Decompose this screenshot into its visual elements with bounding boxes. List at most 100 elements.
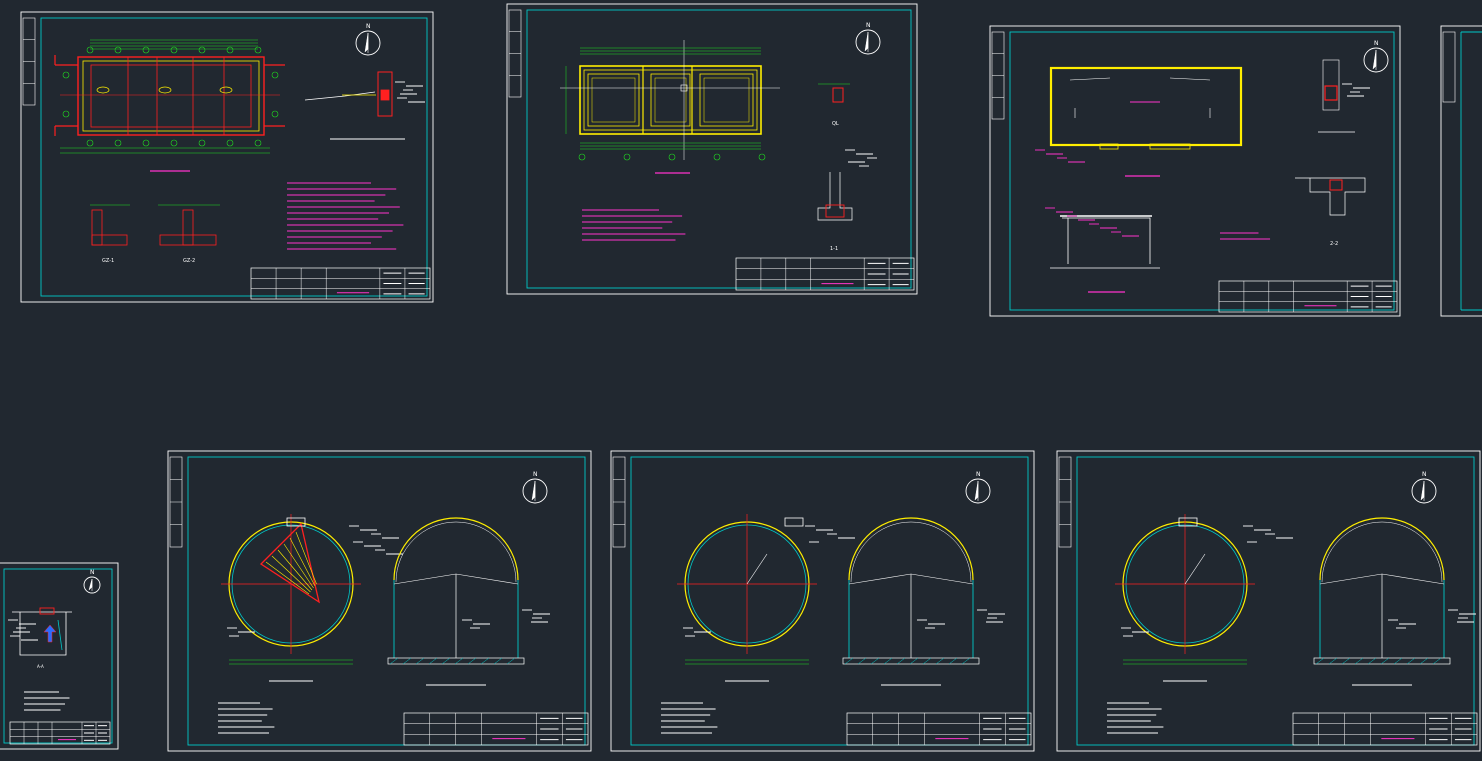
detail-label: A-A bbox=[37, 664, 44, 669]
grid-bubble bbox=[114, 46, 122, 54]
stair-tread bbox=[295, 531, 317, 585]
inner-frame bbox=[3, 568, 113, 744]
cursor-box bbox=[680, 84, 688, 92]
stair-tread bbox=[283, 543, 314, 589]
base-hatch bbox=[961, 657, 971, 665]
inner-wall bbox=[82, 60, 260, 132]
bay-outline bbox=[650, 73, 691, 127]
base-hatch bbox=[1315, 657, 1325, 665]
detail-a-a bbox=[1318, 59, 1370, 133]
base-hatch bbox=[844, 657, 854, 665]
pump-outline bbox=[158, 86, 172, 94]
grid-bubble bbox=[86, 46, 94, 54]
grid-bubble bbox=[142, 139, 150, 147]
base-hatch bbox=[922, 657, 932, 665]
sheet-border bbox=[610, 450, 1035, 752]
north-circle bbox=[355, 30, 381, 56]
north-arrow-icon: N bbox=[83, 569, 101, 594]
section-outline bbox=[1062, 217, 1151, 264]
north-arrow-head bbox=[364, 32, 369, 53]
beam-line bbox=[90, 64, 252, 128]
north-circle bbox=[83, 576, 101, 594]
beam-section bbox=[1324, 85, 1338, 101]
base-hatch bbox=[1419, 657, 1429, 665]
grid-bubble bbox=[114, 139, 122, 147]
base-hatch bbox=[857, 657, 867, 665]
base-hatch bbox=[1354, 657, 1364, 665]
sheet-4 bbox=[1440, 25, 1482, 317]
wall-section bbox=[377, 71, 393, 117]
foundation-plan bbox=[54, 39, 285, 172]
base-hatch bbox=[870, 657, 880, 665]
north-label: N bbox=[533, 471, 538, 478]
base-hatch bbox=[454, 657, 464, 665]
sheet-border bbox=[1440, 25, 1482, 317]
roof-outline bbox=[1049, 66, 1243, 147]
roof-slope bbox=[393, 573, 457, 585]
base-slab bbox=[387, 657, 525, 665]
title-block bbox=[1292, 712, 1478, 746]
gutter bbox=[1149, 143, 1191, 150]
roof-slope bbox=[1381, 573, 1445, 585]
slope-arrow bbox=[1069, 77, 1111, 81]
column-section bbox=[182, 209, 194, 246]
north-arrow-icon: N bbox=[355, 23, 381, 56]
base-hatch bbox=[948, 657, 958, 665]
sheet-5: N A-A bbox=[0, 562, 119, 750]
tank-elevation bbox=[1313, 517, 1476, 686]
grid-bubble bbox=[226, 139, 234, 147]
grid-bubble bbox=[758, 153, 766, 161]
grid-bubble bbox=[86, 139, 94, 147]
dome-inner bbox=[395, 521, 517, 583]
base-slab bbox=[842, 657, 980, 665]
detail-1-1: 1-1 bbox=[817, 149, 877, 252]
detail-label: 1-1 bbox=[830, 246, 838, 252]
base-hatch bbox=[389, 657, 399, 665]
tank-plan bbox=[221, 514, 403, 682]
sheet-border bbox=[20, 11, 434, 303]
north-label: N bbox=[866, 22, 871, 29]
sheet-border bbox=[0, 562, 119, 750]
north-circle bbox=[855, 29, 881, 55]
north-label: N bbox=[1422, 471, 1427, 478]
title-block bbox=[9, 721, 111, 745]
north-arrow-head bbox=[1372, 49, 1377, 70]
base-hatch bbox=[1328, 657, 1338, 665]
base-hatch bbox=[1341, 657, 1351, 665]
sheet-border bbox=[989, 25, 1401, 317]
detail-label: GZ-2 bbox=[183, 258, 195, 264]
north-label: N bbox=[366, 23, 371, 30]
grid-bubble bbox=[142, 46, 150, 54]
inner-frame bbox=[187, 456, 586, 746]
dome-inner bbox=[850, 521, 972, 583]
pit-outline bbox=[19, 612, 67, 656]
title-frame bbox=[1292, 712, 1478, 746]
dome-outline bbox=[1319, 517, 1445, 581]
detail-ql: QL bbox=[818, 83, 850, 127]
base-hatch bbox=[441, 657, 451, 665]
manhole-hatch bbox=[286, 517, 306, 527]
bay-inner bbox=[654, 77, 687, 123]
eave-outline bbox=[1295, 177, 1366, 216]
grid-bubble bbox=[623, 153, 631, 161]
leader-line bbox=[746, 553, 768, 585]
base-hatch bbox=[935, 657, 945, 665]
grid-bubble bbox=[254, 139, 262, 147]
sheet-border bbox=[167, 450, 592, 752]
pump-outline bbox=[219, 86, 233, 94]
north-arrow-head bbox=[864, 31, 869, 52]
north-label: N bbox=[90, 569, 95, 576]
roof-slope bbox=[910, 573, 974, 585]
base-hatch bbox=[883, 657, 893, 665]
base-hatch bbox=[1380, 657, 1390, 665]
stair-tread bbox=[271, 555, 311, 593]
detail-gz2: GZ-2 bbox=[158, 204, 220, 264]
grid-bubble bbox=[62, 110, 70, 118]
grid-bubble bbox=[668, 153, 676, 161]
sheet-3: N2-2 bbox=[989, 25, 1401, 317]
grid-bubble bbox=[271, 110, 279, 118]
inner-frame bbox=[1076, 456, 1475, 746]
